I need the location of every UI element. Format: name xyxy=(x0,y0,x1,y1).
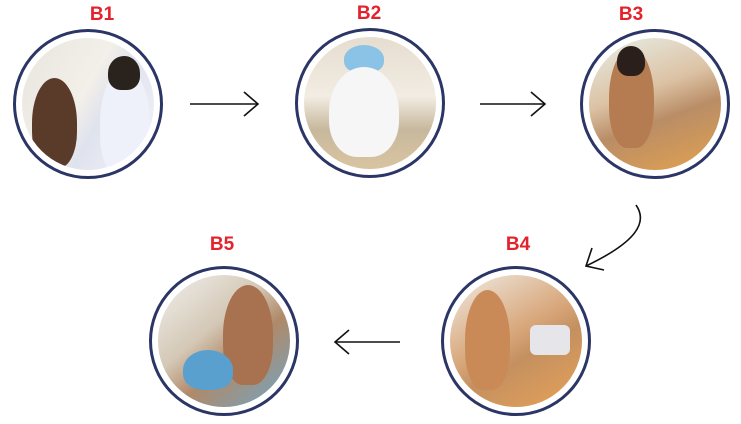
step-label-b4: B4 xyxy=(505,234,531,255)
treatment-photo xyxy=(589,38,721,170)
step-label-b2: B2 xyxy=(356,3,382,24)
step-photo-b4 xyxy=(441,266,591,416)
arrow-right-icon xyxy=(190,91,260,117)
treatment-photo xyxy=(450,275,582,407)
treatment-photo xyxy=(304,37,436,169)
curved-arrow-icon xyxy=(584,204,642,271)
step-photo-b3 xyxy=(580,29,730,179)
step-label-b1: B1 xyxy=(89,4,115,25)
step-photo-b5 xyxy=(149,266,299,416)
arrow-left-icon xyxy=(333,329,400,355)
step-label-b3: B3 xyxy=(618,4,644,25)
arrow-right-icon xyxy=(480,91,547,117)
step-photo-b2 xyxy=(295,28,445,178)
step-photo-b1 xyxy=(13,29,163,179)
treatment-photo xyxy=(158,275,290,407)
consultation-photo xyxy=(22,38,154,170)
step-label-b5: B5 xyxy=(209,234,235,255)
